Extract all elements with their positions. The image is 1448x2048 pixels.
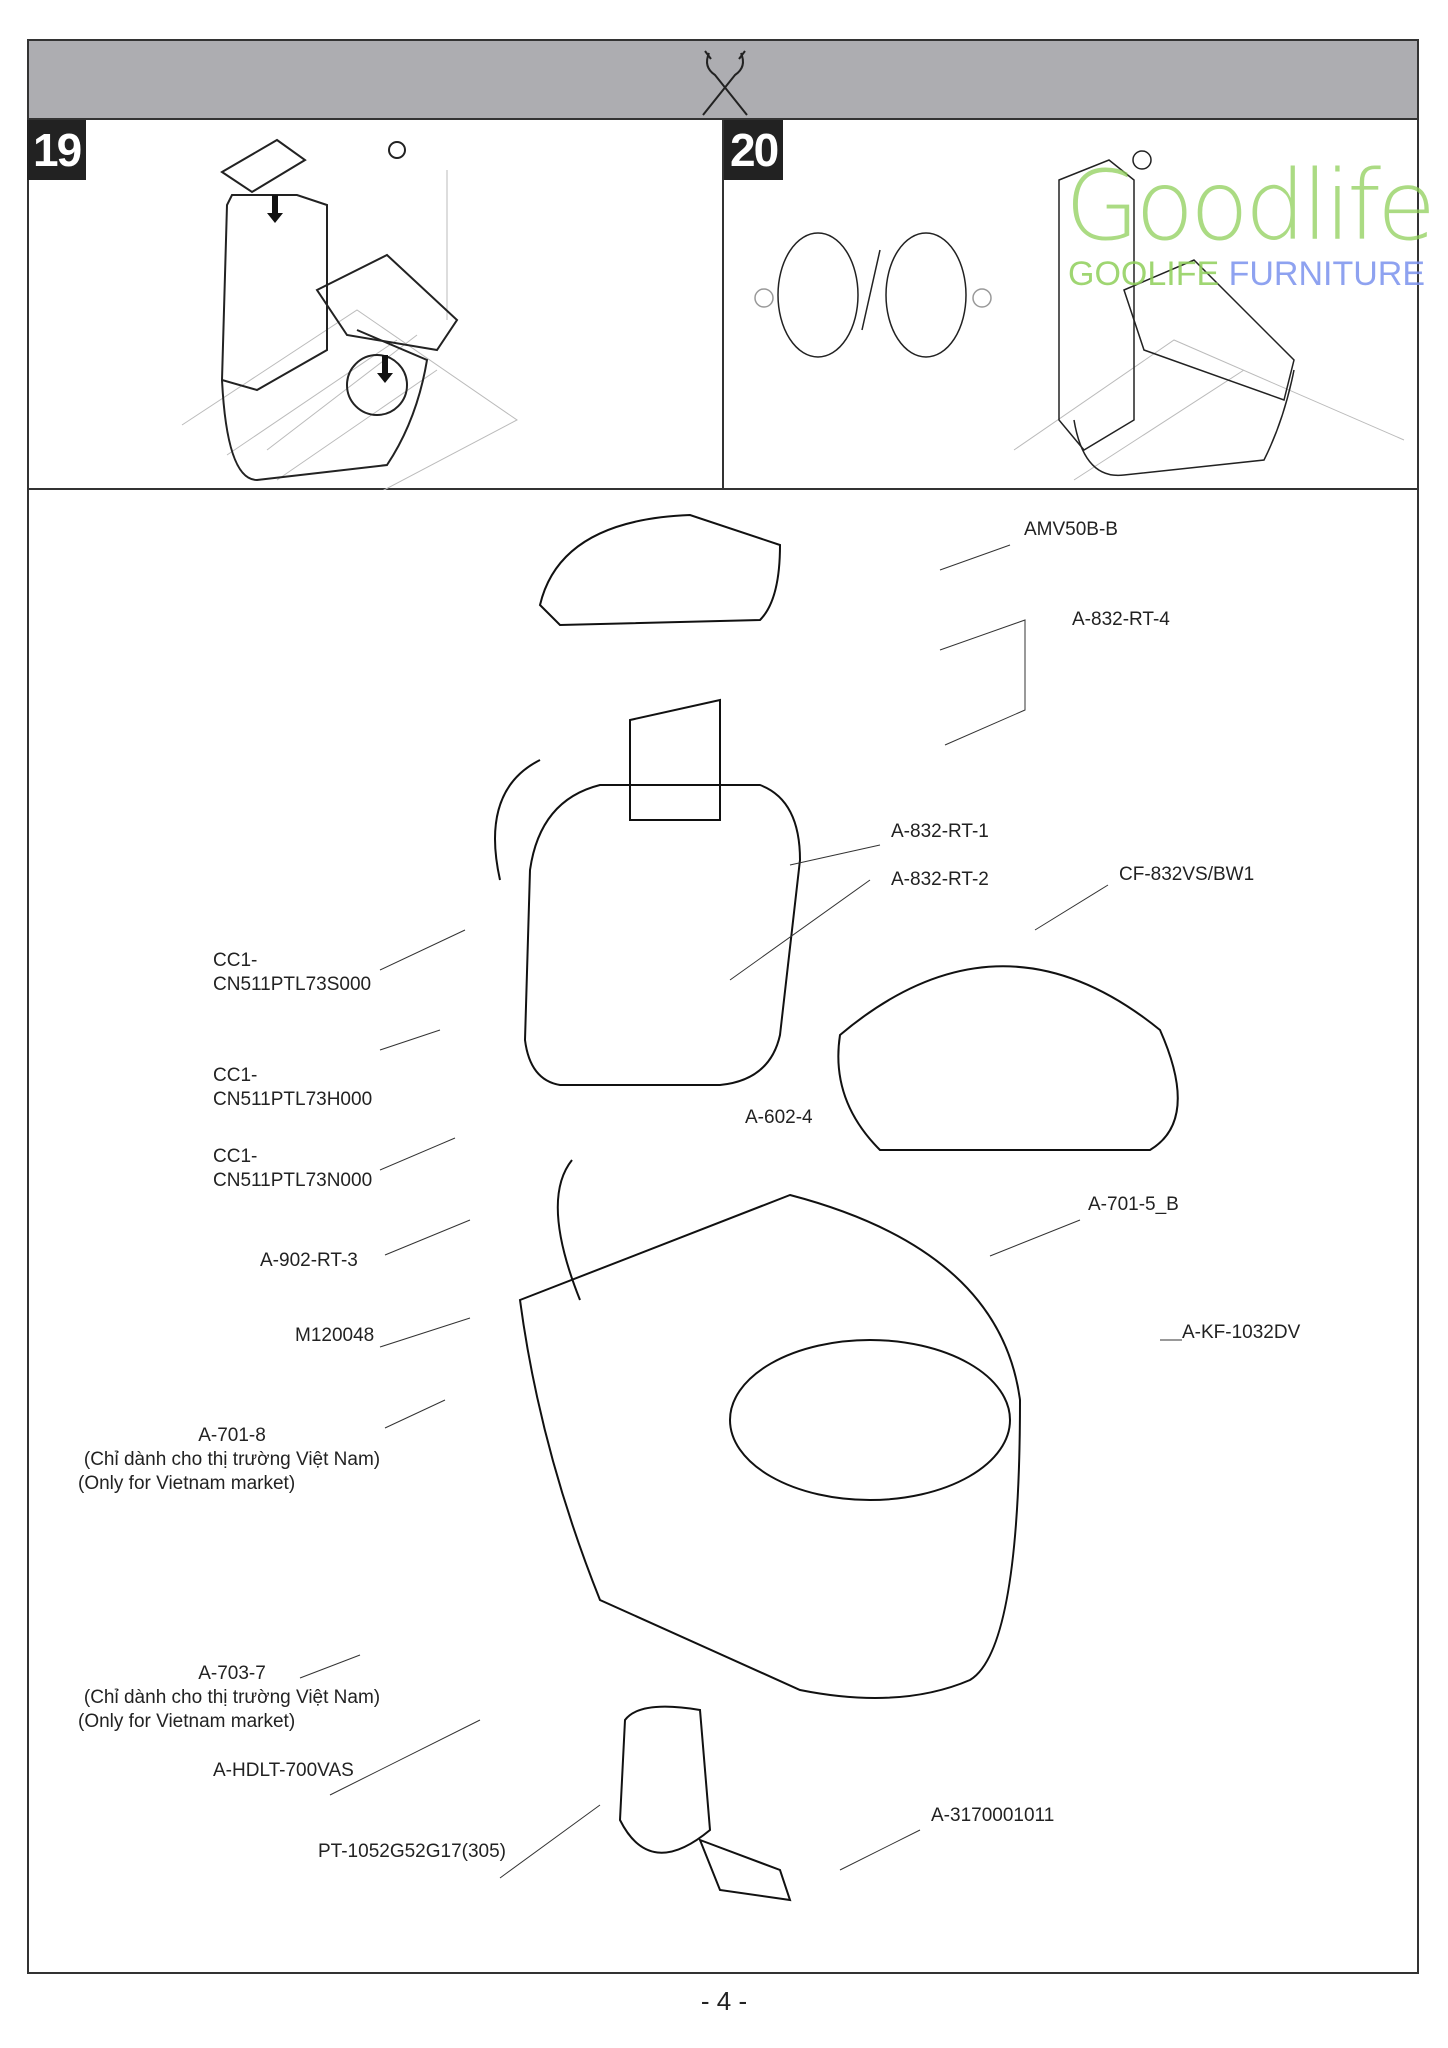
part-label: A-701-8(Chỉ dành cho thị trường Việt Nam… (78, 1425, 381, 1494)
part-label: M120048 (295, 1325, 375, 1346)
part-label: CC1-CN511PTL73H000 (213, 1065, 373, 1110)
part-label: A-HDLT-700VAS (213, 1760, 354, 1781)
part-label: AMV50B-B (1024, 519, 1118, 540)
part-label: A-3170001011 (931, 1805, 1055, 1826)
part-label: A-701-5_B (1088, 1194, 1179, 1215)
part-label: A-832-RT-4 (1072, 609, 1170, 630)
step-number: 20 (724, 120, 784, 180)
part-label: CC1-CN511PTL73S000 (213, 950, 372, 995)
step-19-illustration (181, 138, 518, 490)
wrench-cross-icon (702, 50, 748, 116)
step-number: 19 (27, 120, 87, 180)
tools-header (27, 39, 1419, 120)
brand-watermark: GOOLIFE FURNITURE (1068, 255, 1426, 293)
goodlife-logo: Goodlife (1065, 150, 1436, 262)
part-label: PT-1052G52G17(305) (318, 1841, 507, 1862)
part-label: A-832-RT-1 (891, 821, 989, 842)
step-19-panel: 19 (27, 120, 724, 490)
step-20-illustration (754, 150, 1405, 481)
page-number: - 4 - (700, 1986, 748, 2016)
step-20-panel: 20 (724, 120, 1419, 490)
part-label: A-703-7(Chỉ dành cho thị trường Việt Nam… (78, 1663, 381, 1732)
part-label: A-902-RT-3 (260, 1250, 358, 1271)
part-label: A-832-RT-2 (891, 869, 989, 890)
part-label: CC1-CN511PTL73N000 (213, 1146, 373, 1191)
part-label: A-KF-1032DV (1182, 1322, 1301, 1343)
part-label: CF-832VS/BW1 (1119, 864, 1255, 885)
part-label: A-602-4 (745, 1107, 813, 1128)
